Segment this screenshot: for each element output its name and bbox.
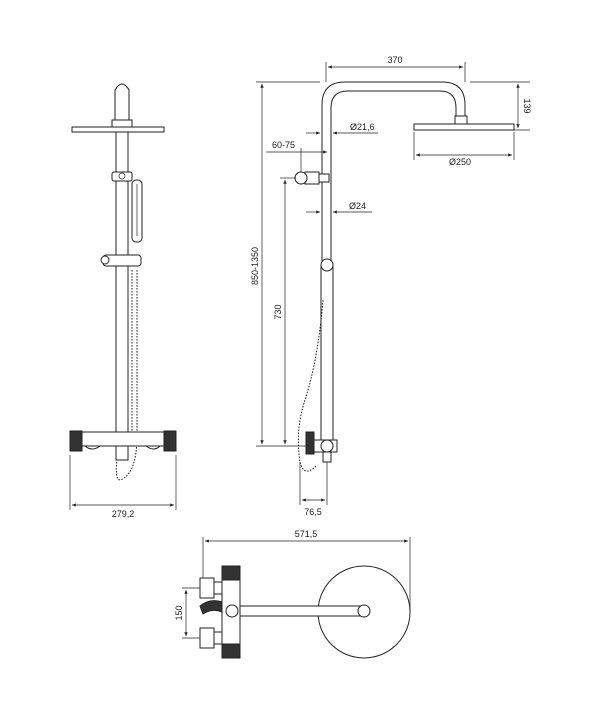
dim-front-width: 279,2 [112, 509, 135, 519]
front-shower-head [71, 126, 165, 133]
dim-depth-bottom: 76,5 [304, 507, 322, 517]
side-coupling [320, 258, 334, 272]
top-upper-knob [199, 577, 215, 599]
front-hose [115, 270, 138, 481]
dim-pipe-diameter: Ø21,6 [350, 122, 375, 132]
dim-head-diameter: Ø250 [449, 157, 471, 167]
side-shower-head [413, 123, 515, 131]
side-lower-pipe [320, 264, 334, 441]
front-left-knob [69, 430, 83, 452]
top-spout [199, 600, 223, 615]
dim-arm-length: 370 [387, 55, 402, 65]
dim-spacing: 150 [174, 605, 184, 620]
dim-total-height: 850-1350 [250, 247, 260, 285]
front-view: 279,2 [69, 83, 177, 519]
dim-mixer-height: 730 [273, 304, 283, 319]
top-view: 571,5 150 [174, 529, 411, 659]
side-mixer [320, 439, 334, 453]
front-right-knob [163, 430, 177, 452]
side-hose [297, 299, 324, 472]
top-lower-knob [199, 627, 215, 649]
dim-top-length: 571,5 [295, 529, 318, 539]
front-mixer-body [79, 431, 167, 447]
dim-wall-distance: 60-75 [272, 140, 295, 150]
side-view: 370 139 Ø21,6 60-75 Ø250 Ø24 850-1350 73… [250, 55, 532, 517]
dim-head-drop: 139 [522, 98, 532, 113]
dim-lower-pipe-diameter: Ø24 [349, 201, 366, 211]
top-arm [231, 605, 367, 617]
